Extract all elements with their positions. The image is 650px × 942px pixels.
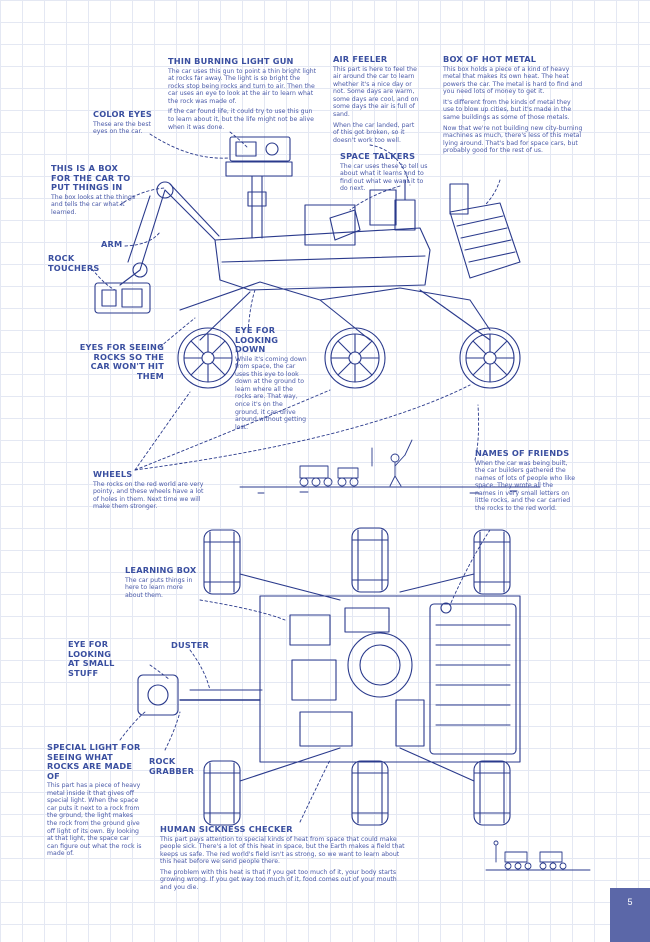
wheel-rear-icon [459, 327, 521, 389]
wheel-middle-icon [324, 327, 386, 389]
label-wheels: WHEELS The rocks on the red world are ve… [93, 469, 208, 511]
hot-metal-title: BOX OF HOT METAL [443, 54, 537, 64]
label-space-talkers: SPACE TALKERS The car uses these to tell… [340, 151, 430, 193]
color-eyes-title: COLOR EYES [93, 109, 153, 119]
eye-down-title: EYE FOR LOOKING DOWN [235, 325, 279, 354]
label-arm: ARM [101, 239, 141, 250]
special-light-title: SPECIAL LIGHT FOR SEEING WHAT ROCKS ARE … [47, 742, 141, 781]
wheels-title: WHEELS [93, 469, 133, 479]
sickness-title: HUMAN SICKNESS CHECKER [160, 824, 293, 834]
label-duster: DUSTER [171, 640, 216, 651]
hot-metal-text-2: It's different from the kinds of metal t… [443, 98, 572, 122]
rover-deck [259, 595, 521, 763]
leader-lines [91, 131, 501, 823]
learning-box-text: The car puts things in here to learn mor… [125, 576, 193, 599]
label-color-eyes: COLOR EYES These are the best eyes on th… [93, 109, 163, 136]
side-view-rover [94, 136, 521, 389]
arm-title: ARM [101, 239, 123, 249]
air-feeler-text-2: When the car landed, part of this got br… [333, 121, 415, 144]
page-number: 5 [610, 888, 650, 942]
wheels-text: The rocks on the red world are very poin… [93, 480, 204, 511]
wheel-tr-icon [473, 529, 511, 595]
hot-metal-text-3: Now that we're not building new city-bur… [443, 124, 583, 155]
label-rock-grabber: ROCK GRABBER [149, 756, 199, 776]
turret-icon [94, 282, 151, 314]
label-names-of-friends: NAMES OF FRIENDS When the car was being … [475, 448, 576, 513]
label-laser-gun: THIN BURNING LIGHT GUN The car uses this… [168, 56, 318, 134]
space-talkers-text: The car uses these to tell us about what… [340, 162, 428, 193]
rtg-icon [449, 183, 521, 279]
rover-body [214, 227, 431, 291]
arm-icon [119, 189, 216, 286]
sickness-text-2: The problem with this heat is that if yo… [160, 868, 397, 892]
laser-gun-title: THIN BURNING LIGHT GUN [168, 56, 294, 66]
wheel-br-icon [473, 760, 511, 826]
hazard-eyes-title: EYES FOR SEEING ROCKS SO THE CAR WON'T H… [79, 342, 164, 381]
label-learning-box: LEARNING BOX The car puts things in here… [125, 565, 200, 599]
turret-top-icon [137, 674, 179, 716]
rtg-top-icon [429, 603, 517, 755]
learning-box-title: LEARNING BOX [125, 565, 197, 575]
wheel-tm-icon [351, 527, 389, 593]
air-feeler-text: This part is here to feel the air around… [333, 65, 419, 119]
top-view-rover [137, 527, 521, 826]
eye-down-text: While it's coming down from space, the c… [235, 355, 307, 431]
label-eye-small: EYE FOR LOOKING AT SMALL STUFF [68, 639, 118, 678]
label-air-feeler: AIR FEELER This part is here to feel the… [333, 54, 421, 147]
eye-small-title: EYE FOR LOOKING AT SMALL STUFF [68, 639, 115, 678]
antenna-box [304, 204, 356, 246]
sickness-text: This part pays attention to special kind… [160, 835, 405, 866]
space-talkers-title: SPACE TALKERS [340, 151, 416, 161]
rock-touchers-title: ROCK TOUCHERS [48, 253, 100, 273]
label-special-light: SPECIAL LIGHT FOR SEEING WHAT ROCKS ARE … [47, 742, 142, 858]
box-text: The box looks at the things and tells th… [51, 193, 136, 216]
box-title: THIS IS A BOX FOR THE CAR TO PUT THINGS … [51, 163, 131, 192]
laser-gun-text-2: If the car found life, it could try to u… [168, 108, 314, 131]
air-feeler-title: AIR FEELER [333, 54, 388, 64]
mast-icon [225, 136, 293, 239]
wheel-tl-icon [203, 529, 241, 595]
wheel-bl-icon [203, 760, 241, 826]
rock-grabber-title: ROCK GRABBER [149, 756, 195, 776]
cartoon-scene-2 [485, 840, 591, 871]
label-eye-down: EYE FOR LOOKING DOWN While it's coming d… [235, 325, 307, 431]
label-box: THIS IS A BOX FOR THE CAR TO PUT THINGS … [51, 163, 139, 216]
duster-title: DUSTER [171, 640, 210, 650]
label-sickness-checker: HUMAN SICKNESS CHECKER This part pays at… [160, 824, 410, 895]
color-eyes-text: These are the best eyes on the car. [93, 120, 151, 136]
wheel-front-icon [177, 327, 239, 389]
hot-metal-text: This box holds a piece of a kind of heav… [443, 65, 583, 96]
laser-gun-text: The car uses this gun to point a thin br… [168, 67, 317, 105]
label-rock-touchers: ROCK TOUCHERS [48, 253, 103, 273]
friends-title: NAMES OF FRIENDS [475, 448, 570, 458]
cartoon-scene-1 [239, 439, 541, 494]
special-light-text: This part has a piece of heavy metal ins… [47, 782, 142, 858]
friends-text: When the car was being built, the car bu… [475, 459, 576, 513]
wheel-bm-icon [351, 760, 389, 826]
label-hazard-eyes: EYES FOR SEEING ROCKS SO THE CAR WON'T H… [74, 342, 164, 381]
label-hot-metal: BOX OF HOT METAL This box holds a piece … [443, 54, 583, 158]
